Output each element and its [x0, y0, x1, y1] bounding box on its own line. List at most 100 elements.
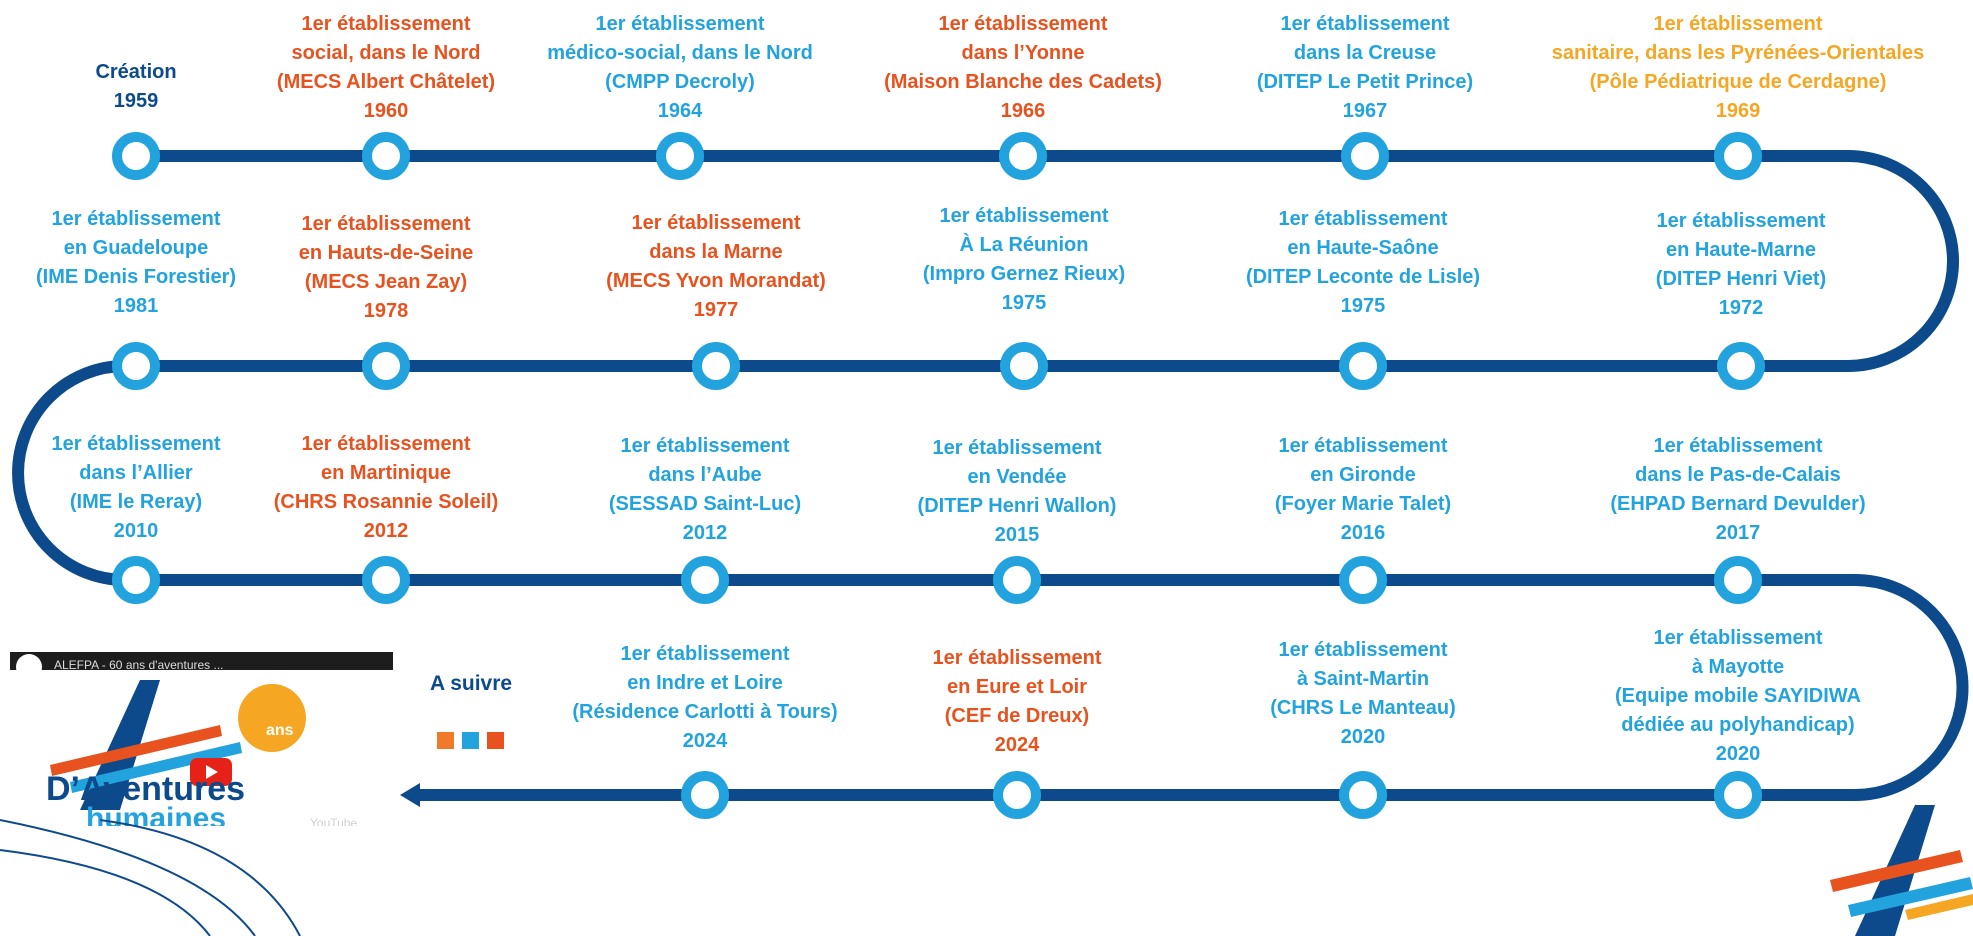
milestone-node-1969: [1714, 132, 1762, 180]
milestone-detail: (IME Denis Forestier): [35, 266, 237, 288]
milestone-detail: en Eure et Loir: [946, 676, 1088, 698]
milestone-heading: 1er établissement: [595, 13, 765, 35]
milestone-heading: 1er établissement: [1278, 208, 1448, 230]
corner-arc-2: [0, 849, 211, 936]
milestone-detail: (Résidence Carlotti à Tours): [572, 701, 838, 723]
milestone-heading: 1er établissement: [1278, 435, 1448, 457]
milestone-detail: en Haute-Marne: [1665, 239, 1817, 261]
milestone-year: 1972: [1718, 297, 1764, 319]
milestone-heading: 1er établissement: [620, 435, 790, 457]
milestone-node-1960: [362, 132, 410, 180]
milestone-year: 2024: [994, 734, 1040, 756]
play-icon[interactable]: [190, 758, 232, 786]
milestone-heading: 1er établissement: [620, 643, 790, 665]
corner-arc-1: [0, 819, 256, 936]
milestone-detail: (DITEP Leconte de Lisle): [1245, 266, 1481, 288]
square-2: [462, 732, 479, 749]
milestone-year: 2024: [682, 730, 728, 752]
milestone-label-creation: Création 1959: [95, 58, 176, 116]
milestone-detail: dans l’Yonne: [961, 42, 1085, 64]
milestone-node-2015: [993, 556, 1041, 604]
milestone-detail: social, dans le Nord: [291, 42, 481, 64]
square-1: [437, 732, 454, 749]
milestone-detail: (DITEP Henri Viet): [1655, 268, 1827, 290]
milestone-detail: À La Réunion: [959, 234, 1089, 256]
milestone-detail: (Impro Gernez Rieux): [922, 263, 1126, 285]
milestone-heading: 1er établissement: [301, 433, 471, 455]
milestone-label-1960: 1er établissement social, dans le Nord (ME…: [277, 10, 495, 126]
milestone-node-2016: [1339, 556, 1387, 604]
milestone-label-2024a: 1er établissement en Eure et Loir (CEF de …: [933, 644, 1102, 760]
milestone-node-1972: [1717, 342, 1765, 390]
milestone-node-2010: [112, 556, 160, 604]
video-ans-text: ans: [266, 722, 294, 739]
milestone-year: 2020: [1340, 726, 1386, 748]
track-curve-right-2: [1854, 574, 1969, 801]
milestone-heading: 1er établissement: [631, 212, 801, 234]
alefpa-logo-icon: [1830, 805, 1973, 936]
milestone-year: 1978: [363, 300, 409, 322]
milestone-node-1967: [1341, 132, 1389, 180]
milestone-detail: sanitaire, dans les Pyrénées-Orientales: [1551, 42, 1925, 64]
milestone-detail: dans la Creuse: [1293, 42, 1437, 64]
milestone-year: 2012: [682, 522, 728, 544]
milestone-detail: (DITEP Le Petit Prince): [1256, 71, 1474, 93]
milestone-year: 1969: [1715, 100, 1761, 122]
arrow-head-icon: [400, 783, 420, 807]
milestone-year: 1975: [1340, 295, 1386, 317]
milestone-heading: 1er établissement: [939, 205, 1109, 227]
milestone-node-1964: [656, 132, 704, 180]
milestone-detail: (SESSAD Saint-Luc): [608, 493, 802, 515]
milestone-year: 2020: [1715, 743, 1761, 765]
milestone-detail: dans la Marne: [649, 241, 783, 263]
milestone-detail: (Pôle Pédiatrique de Cerdagne): [1589, 71, 1887, 93]
milestone-detail: (MECS Jean Zay): [304, 271, 468, 293]
milestone-year: 2012: [363, 520, 409, 542]
milestone-detail: en Guadeloupe: [63, 237, 209, 259]
milestone-detail: en Martinique: [320, 462, 452, 484]
milestone-year: 2010: [113, 520, 159, 542]
milestone-detail: (Equipe mobile SAYIDIWA: [1615, 685, 1861, 707]
milestone-heading: Création: [95, 61, 177, 83]
milestone-heading: 1er établissement: [1656, 210, 1826, 232]
milestone-year: 2016: [1340, 522, 1386, 544]
milestone-heading: 1er établissement: [1280, 13, 1450, 35]
milestone-heading: 1er établissement: [1653, 627, 1823, 649]
milestone-detail: (DITEP Henri Wallon): [917, 495, 1117, 517]
milestone-heading: 1er établissement: [51, 433, 221, 455]
milestone-node-1981: [112, 342, 160, 390]
milestone-detail: (CEF de Dreux): [944, 705, 1090, 727]
milestone-detail: en Gironde: [1310, 464, 1416, 486]
milestone-detail: en Haute-Saône: [1287, 237, 1439, 259]
milestone-detail: (Maison Blanche des Cadets): [884, 71, 1162, 93]
video-aventures-text: D’Aventures: [46, 770, 246, 808]
milestone-detail: (MECS Albert Châtelet): [276, 71, 496, 93]
video-thumbnail[interactable]: ALEFPA - 60 ans d'aventures ... ans D’Av…: [10, 652, 393, 826]
video-artwork: ans D’Aventures humaines YouTube: [10, 670, 393, 826]
milestone-heading: 1er établissement: [932, 647, 1102, 669]
sixty-logo-graphic: [50, 680, 306, 810]
milestone-detail: (CMPP Decroly): [605, 71, 755, 93]
milestone-label-1972: 1er établissement en Haute-Marne (DITEP He…: [1656, 207, 1826, 323]
milestone-year: 1960: [363, 100, 409, 122]
milestone-heading: 1er établissement: [1653, 13, 1823, 35]
milestone-year: 1959: [113, 90, 159, 112]
milestone-label-1975a: 1er établissement À La Réunion (Impro Gern…: [923, 202, 1125, 318]
milestone-detail: en Hauts-de-Seine: [298, 242, 474, 264]
milestone-year: 1977: [693, 299, 739, 321]
milestone-heading: 1er établissement: [301, 13, 471, 35]
milestone-year: 1981: [113, 295, 159, 317]
milestone-year: 1967: [1342, 100, 1388, 122]
milestone-node-1975a: [1000, 342, 1048, 390]
milestone-detail: dans l’Allier: [79, 462, 193, 484]
milestone-detail: (EHPAD Bernard Devulder): [1610, 493, 1866, 515]
